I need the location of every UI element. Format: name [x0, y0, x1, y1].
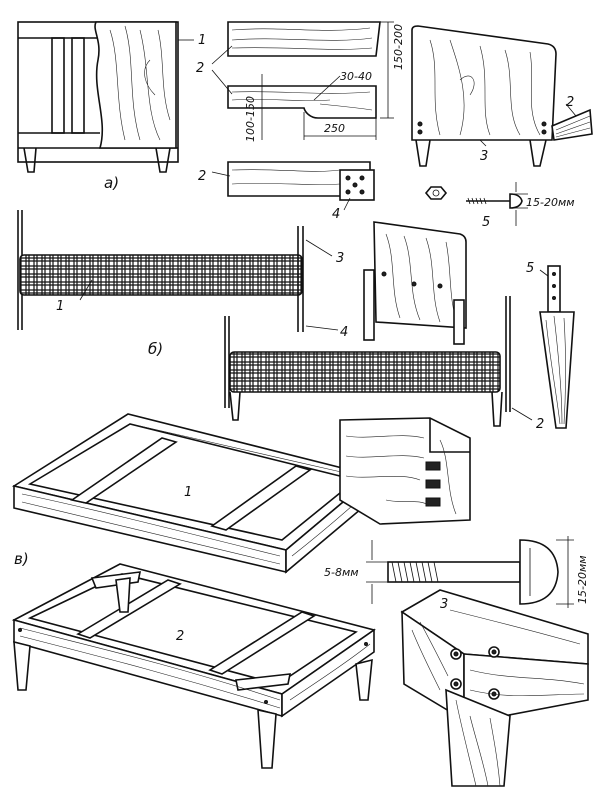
dim-30-40: 30-40 — [340, 70, 372, 83]
callout-2-a-lower: 2 — [198, 169, 206, 184]
dim-150-200: 150-200 — [392, 24, 405, 70]
dim-15-20mm-small: 15-20мм — [526, 196, 575, 209]
part-a-headboard-frame — [17, 21, 194, 173]
part-b-bed-large — [224, 296, 533, 427]
bolt-large — [366, 536, 574, 608]
dim-15-20mm-large: 15-20мм — [576, 555, 589, 604]
dim-5-8mm: 5-8мм — [324, 566, 359, 579]
labels: 1 2 а) 2 4 2 3 5 30-40 250 150-200 100-1… — [14, 24, 589, 644]
part-label-v: в) — [14, 550, 29, 568]
callout-1-a: 1 — [198, 33, 206, 48]
callout-1-b: 1 — [56, 299, 64, 314]
callout-3-b: 3 — [336, 251, 344, 266]
part-v-joint-detail — [339, 417, 471, 525]
callout-2-b: 2 — [536, 417, 544, 432]
callout-4-a: 4 — [332, 207, 340, 222]
part-label-b: б) — [148, 340, 163, 358]
dim-250: 250 — [324, 122, 345, 135]
callout-4-b: 4 — [340, 325, 348, 340]
callout-3-a: 3 — [480, 149, 488, 164]
part-a-headboard-panel — [411, 25, 593, 167]
part-b-bed-small — [17, 210, 339, 332]
part-a-board-details — [211, 21, 394, 211]
part-v-frame-1 — [11, 413, 376, 574]
part-v-frame-2-with-legs — [11, 563, 376, 769]
part-b-panel-with-posts — [363, 221, 467, 345]
bolt-small — [424, 182, 528, 226]
part-label-a: а) — [104, 174, 119, 192]
dim-100-150: 100-150 — [244, 96, 257, 142]
callout-2-a-right: 2 — [566, 95, 574, 110]
callout-1-v: 1 — [184, 485, 192, 500]
callout-2-v: 2 — [176, 629, 184, 644]
callout-5-a: 5 — [482, 215, 490, 230]
callout-5-b: 5 — [526, 261, 534, 276]
part-v-corner-detail — [400, 589, 589, 787]
callout-3-v: 3 — [440, 597, 448, 612]
part-b-leg-with-spike — [539, 265, 575, 429]
callout-2-a: 2 — [196, 61, 204, 76]
